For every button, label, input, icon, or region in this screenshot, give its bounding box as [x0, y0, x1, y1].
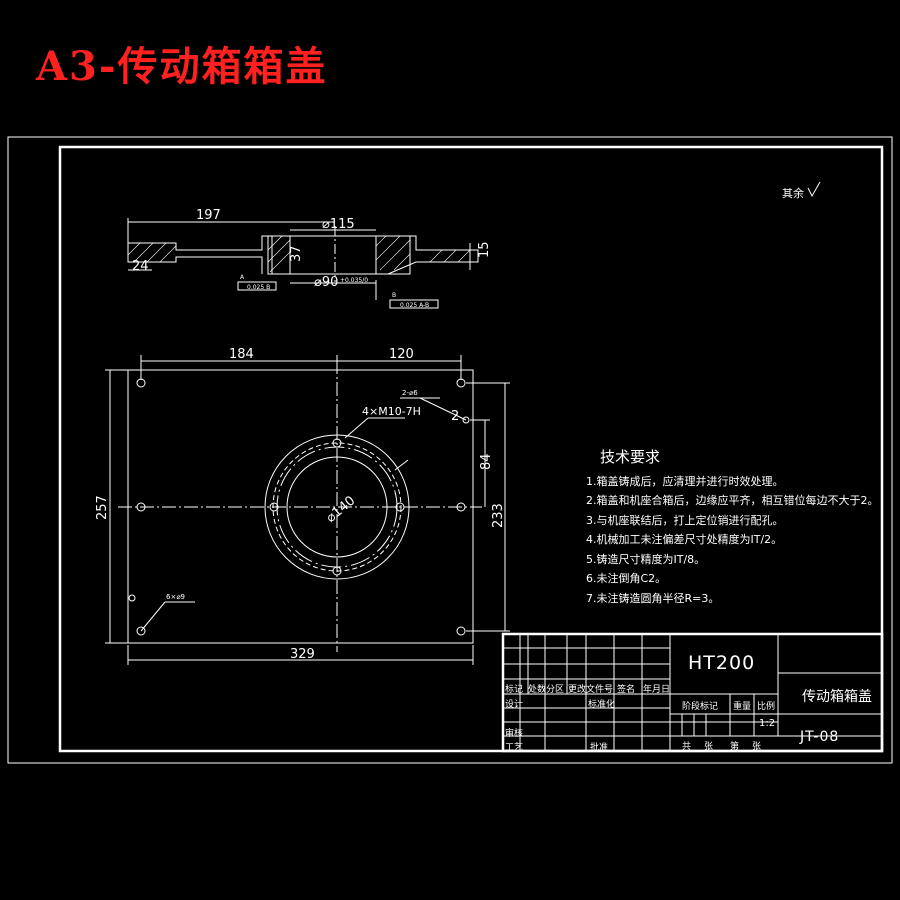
dim-overall: 197: [196, 208, 221, 223]
tech-req-item: 7.未注铸造圆角半径R=3。: [586, 591, 720, 605]
tech-req-item: 1.箱盖铸成后，应清理并进行时效处理。: [586, 474, 784, 488]
dim-left-width: 184: [229, 347, 254, 362]
dim-flange: 15: [477, 241, 492, 258]
part-name: 传动箱箱盖: [802, 689, 872, 705]
tol-left: 0.025 B: [247, 284, 270, 291]
sheet-total: 共: [682, 742, 692, 752]
col-doc: 更改文件号: [568, 685, 614, 695]
plan-view: ⌀140 184 120 329 257 233 84 4×M10-7H 6×⌀…: [95, 347, 510, 665]
sheet-total-unit: 张: [704, 742, 714, 752]
row-scale: 比例: [757, 702, 776, 712]
scale-value: 1:2: [759, 718, 776, 729]
inner-frame: [58, 145, 884, 753]
material: HT200: [688, 652, 756, 674]
page-title: A3-传动箱箱盖: [36, 43, 328, 90]
tech-req-item: 5.铸造尺寸精度为IT/8。: [586, 552, 706, 566]
sheet-no-unit: 张: [752, 742, 762, 752]
tech-req-title: 技术要求: [600, 448, 661, 466]
section-view: 197 ⌀115 37 24 15 ⌀90 +0.035/0 A 0.025 B…: [127, 208, 492, 309]
datum-b-label: B: [392, 292, 396, 299]
bore-dia: ⌀140: [324, 493, 359, 525]
dim-left: 24: [132, 259, 149, 274]
hole-note: 6×⌀9: [166, 593, 185, 601]
dim-height: 37: [289, 245, 304, 262]
dim-bottom: ⌀90: [314, 275, 338, 290]
col-sign: 签名: [617, 685, 636, 695]
tech-req-item: 2.箱盖和机座合箱后，边缘应平齐，相互错位每边不大于2。: [586, 494, 879, 507]
datum-a-label: A: [240, 274, 245, 281]
tech-req-item: 3.与机座联结后，打上定位销进行配孔。: [586, 513, 784, 527]
tol-right: 0.025 A-B: [400, 302, 429, 309]
dim-right-width: 120: [389, 347, 414, 362]
row-weight: 重量: [733, 702, 752, 712]
dim-bottom-tol: +0.035/0: [340, 277, 368, 284]
row-standard: 标准化: [588, 700, 616, 710]
row-check: 审核: [505, 729, 524, 739]
row-process: 工艺: [505, 743, 524, 753]
col-count: 处数: [528, 685, 547, 695]
dim-center-offset: 84: [479, 453, 494, 470]
roughness-note: 其余: [782, 186, 804, 200]
tech-req-item: 6.未注倒角C2。: [586, 572, 667, 585]
thread-note: 4×M10-7H: [362, 405, 421, 418]
title-block: [501, 632, 884, 753]
outer-border: [7, 136, 893, 764]
sheet-no: 第: [730, 742, 740, 752]
col-mark: 标记: [505, 685, 524, 695]
dim-bore-top: ⌀115: [322, 217, 355, 232]
col-date: 年月日: [643, 685, 671, 695]
col-zone: 分区: [546, 685, 565, 695]
dim-hole-spacing: 233: [491, 503, 506, 528]
row-approve: 批准: [590, 743, 609, 753]
row-design: 设计: [505, 700, 524, 710]
drawing-number: JT-08: [800, 729, 840, 745]
pin-note: 2-⌀6: [402, 389, 418, 397]
tech-req-item: 4.机械加工未注偏差尺寸处精度为IT/2。: [586, 533, 783, 546]
pin-dim: 2: [451, 409, 459, 424]
roughness-symbol: [807, 181, 821, 198]
dim-total-height: 257: [95, 495, 110, 520]
row-stage: 阶段标记: [682, 702, 719, 712]
dim-total-width: 329: [290, 647, 315, 662]
technical-requirements: 技术要求 1.箱盖铸成后，应清理并进行时效处理。 2.箱盖和机座合箱后，边缘应平…: [586, 448, 879, 608]
